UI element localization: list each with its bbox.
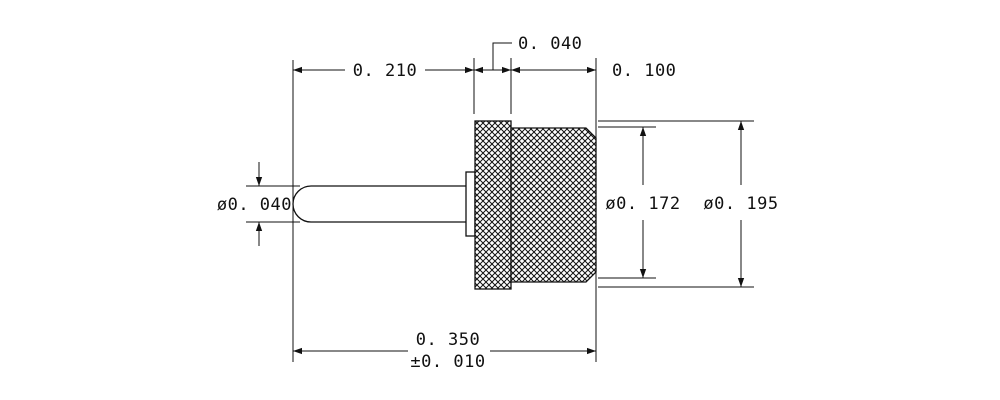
dim-label-0-100: 0. 100: [612, 61, 676, 81]
pin: [292, 185, 466, 223]
knurled-flange: [474, 120, 512, 290]
shoulder: [465, 171, 476, 237]
dim-label-0-040-length: 0. 040: [518, 34, 582, 54]
knurled-body: [510, 127, 597, 283]
dim-label-head-diameter: ø0. 195: [703, 194, 778, 214]
extension-lines: [246, 42, 754, 362]
dim-label-0-210: 0. 210: [353, 61, 417, 81]
dim-label-pin-diameter: ø0. 040: [217, 195, 292, 215]
dim-label-overall-length: 0. 350: [416, 330, 480, 350]
dim-label-body-diameter: ø0. 172: [605, 194, 680, 214]
dimension-lines: [255, 66, 745, 355]
dim-label-overall-tolerance: ±0. 010: [410, 352, 485, 372]
part-outline: [292, 120, 597, 290]
